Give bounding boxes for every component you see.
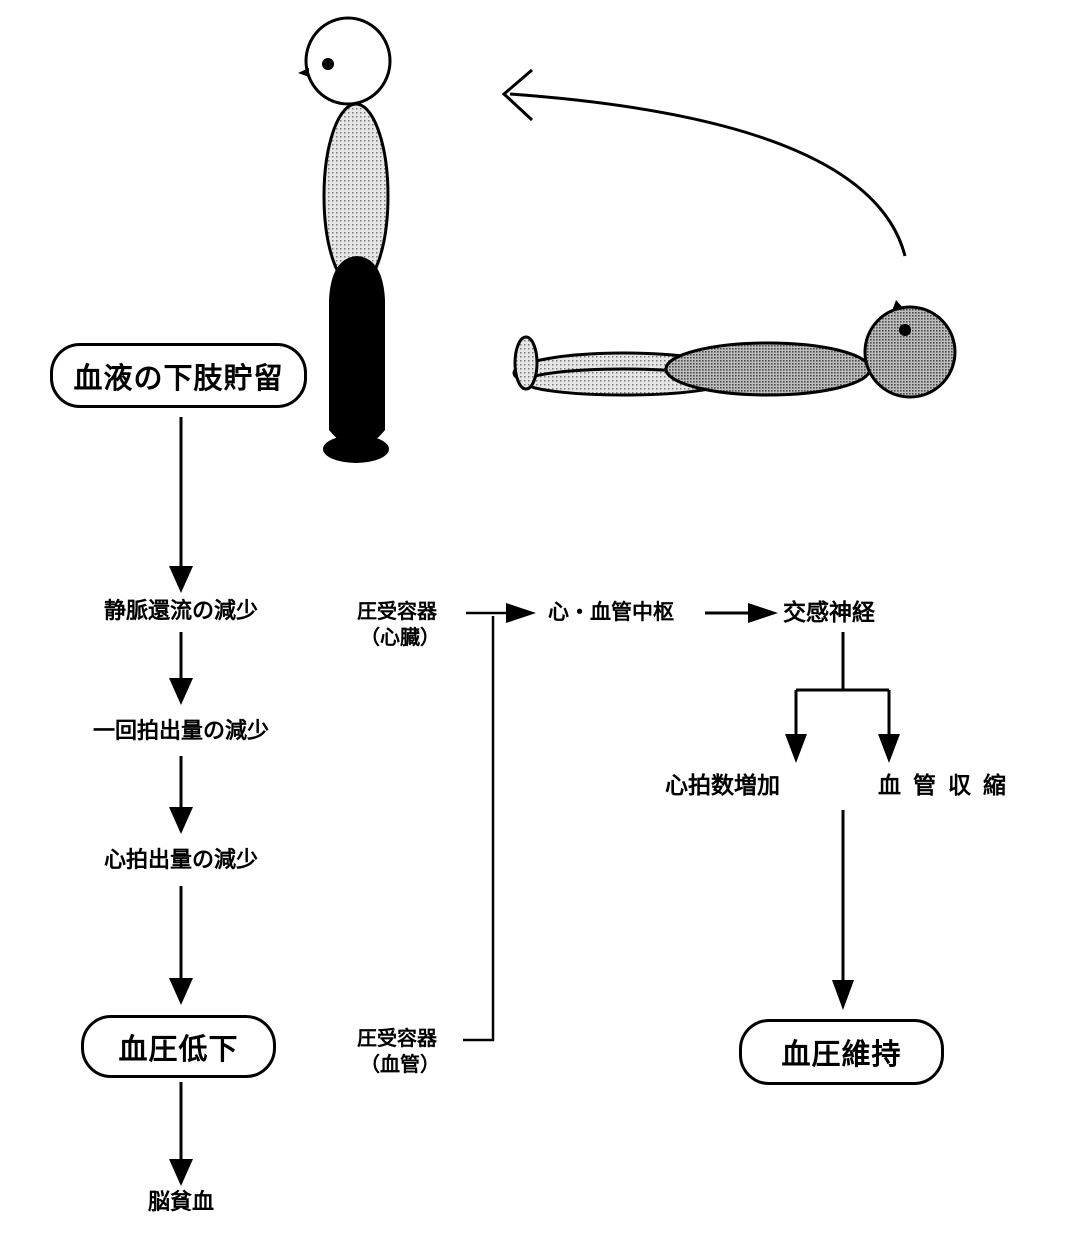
cv-center-label: 心・血管中枢: [548, 600, 674, 624]
baroreceptor-heart-label: 圧受容器: [357, 599, 437, 623]
baroreceptor-heart-sub-label: （心臓）: [360, 625, 440, 649]
stroke-volume-label: 一回拍出量の減少: [92, 719, 270, 744]
venous-return-label: 静脈還流の減少: [103, 599, 259, 624]
vessel-receptor-line: [463, 616, 495, 1042]
vasoconstriction-label: 血 管 収 縮: [878, 773, 1009, 799]
bp-drop-box: 血圧低下: [81, 1015, 276, 1078]
posture-change-arrowhead: [501, 68, 534, 122]
sympathetic-label: 交感神経: [783, 600, 875, 626]
arrow-to-cv-center: [506, 603, 536, 623]
cardiac-output-label: 心拍出量の減少: [103, 848, 259, 873]
baroreceptor-vessel-sub-label: （血管）: [360, 1052, 440, 1076]
posture-change-arrow: [509, 92, 907, 257]
heart-rate-increase-label: 心拍数増加: [665, 773, 780, 799]
arrow-to-vasoconstriction: [878, 734, 900, 763]
arrow-to-heart-rate: [785, 734, 807, 763]
cerebral-anemia-label: 脳貧血: [147, 1190, 215, 1215]
standing-figure-icon: [298, 16, 392, 463]
bp-maintained-box: 血圧維持: [739, 1019, 944, 1085]
lying-figure-icon: [512, 300, 957, 399]
sympathetic-branch: [794, 632, 891, 740]
baroreceptor-vessel-label: 圧受容器: [357, 1026, 437, 1050]
blood-pooling-box: 血液の下肢貯留: [50, 343, 307, 408]
